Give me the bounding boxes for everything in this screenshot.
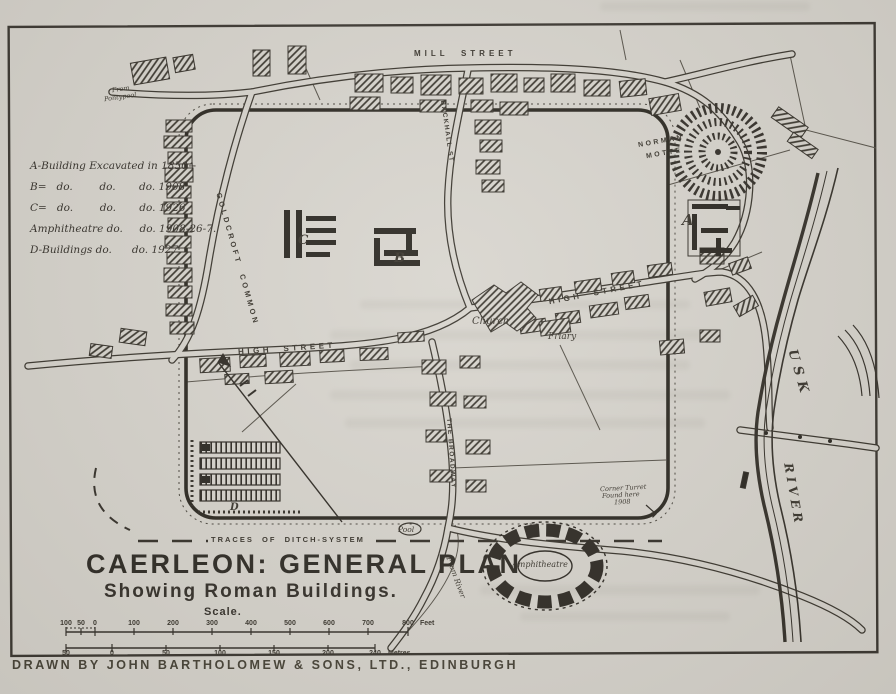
scale-bars bbox=[65, 627, 409, 652]
label-mill-street: MILL STREET bbox=[414, 49, 517, 58]
legend-line-b: B= do. do. do. 1908. bbox=[30, 181, 189, 193]
map-frame bbox=[7, 21, 879, 658]
amphitheatre-ring bbox=[482, 521, 608, 611]
bleedthrough-smudge bbox=[480, 585, 760, 595]
metre-tick: 240 bbox=[369, 650, 381, 657]
feet-tick: 600 bbox=[323, 620, 335, 627]
feet-unit: Feet bbox=[420, 620, 435, 627]
feet-tick: 100 bbox=[60, 620, 72, 627]
label-building-a: A bbox=[682, 211, 694, 229]
corner-turret-arrow bbox=[645, 504, 657, 518]
town-buildings bbox=[88, 45, 819, 493]
feet-tick: 700 bbox=[362, 620, 374, 627]
metre-tick: 200 bbox=[322, 650, 334, 657]
legend-line-d: D-Buildings do. do. 1927. bbox=[30, 244, 182, 256]
river-usk bbox=[739, 167, 880, 643]
feet-tick: 0 bbox=[93, 620, 97, 627]
scale-label: Scale. bbox=[204, 606, 242, 618]
metre-unit: Metres. bbox=[388, 650, 413, 657]
label-amphitheatre: Amphitheatre bbox=[512, 560, 568, 569]
map-subtitle: Showing Roman Buildings. bbox=[104, 581, 398, 602]
legend-line-amphitheatre: Amphitheatre do. do. 1908-26-7. bbox=[30, 223, 217, 235]
building-d-barracks bbox=[190, 440, 300, 514]
feet-tick: 200 bbox=[167, 620, 179, 627]
feet-tick: 300 bbox=[206, 620, 218, 627]
bridge-piers bbox=[764, 431, 832, 443]
cartographer-credit: DRAWN BY JOHN BARTHOLOMEW & SONS, LTD., … bbox=[12, 658, 519, 672]
metre-tick: 150 bbox=[268, 650, 280, 657]
building-a-plan bbox=[687, 199, 741, 257]
label-corner-turret-line3: 1908 bbox=[613, 497, 631, 507]
feet-tick: 500 bbox=[284, 620, 296, 627]
metre-tick: 0 bbox=[110, 650, 114, 657]
metre-tick: 50 bbox=[162, 650, 170, 657]
label-traces-of-ditch-system: TRACES OF DITCH-SYSTEM bbox=[208, 535, 368, 545]
label-pool: Pool bbox=[398, 525, 415, 534]
bleedthrough-smudge bbox=[520, 612, 730, 621]
bleedthrough-smudge bbox=[600, 2, 810, 11]
label-friary: Friary bbox=[548, 332, 577, 342]
label-building-d: D bbox=[230, 502, 239, 513]
bleedthrough-smudge bbox=[350, 360, 690, 370]
bleedthrough-smudge bbox=[330, 390, 730, 400]
pool-outline bbox=[398, 522, 422, 536]
feet-tick: 800 bbox=[402, 620, 414, 627]
building-c-plan bbox=[284, 210, 336, 258]
norman-motte bbox=[669, 103, 767, 201]
legend-line-c: C= do. do. do. 1926. bbox=[30, 202, 189, 214]
map-legend: A-Building Excavated in 1850+ B= do. do.… bbox=[30, 156, 216, 261]
feet-tick: 100 bbox=[128, 620, 140, 627]
church-building bbox=[471, 281, 539, 333]
excavated-buildings bbox=[284, 199, 741, 266]
label-building-c: C bbox=[298, 233, 309, 248]
legend-line-a: A-Building Excavated in 1850+ bbox=[30, 160, 197, 172]
feet-tick: 50 bbox=[77, 620, 85, 627]
bleedthrough-smudge bbox=[330, 330, 720, 340]
bleedthrough-smudge bbox=[345, 418, 705, 428]
ditch-system-dashes bbox=[93, 467, 662, 543]
label-church: Church bbox=[472, 316, 510, 327]
metre-tick: 100 bbox=[214, 650, 226, 657]
label-building-b: B bbox=[394, 251, 405, 266]
metre-tick: 50 bbox=[62, 650, 70, 657]
feet-tick: 400 bbox=[245, 620, 257, 627]
map-title: CAERLEON: GENERAL PLAN bbox=[86, 549, 522, 579]
building-b-plan bbox=[374, 228, 420, 266]
north-arrow bbox=[217, 353, 343, 523]
